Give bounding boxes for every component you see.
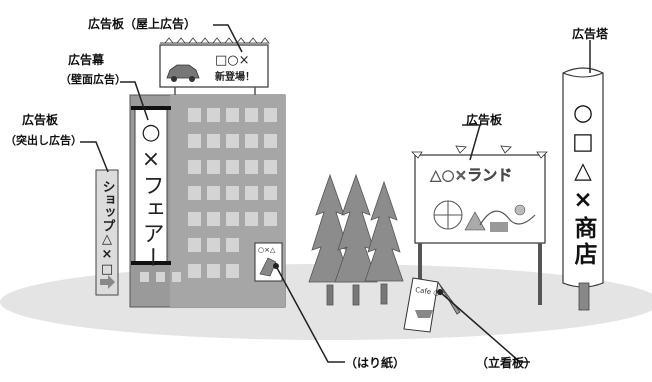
billboard-text: △○×ランド bbox=[430, 166, 512, 184]
a-frame-stand-sign: Cafe ○× bbox=[403, 277, 461, 333]
tree-right bbox=[364, 180, 404, 282]
projecting-sign-text: ショップ△×□ bbox=[100, 180, 115, 277]
trees bbox=[308, 173, 404, 306]
label-paper: （はり紙） bbox=[345, 355, 405, 370]
wall-poster: ○×△ bbox=[254, 242, 283, 282]
wall-banner-text: ○×フェアー bbox=[139, 120, 164, 270]
label-projecting-line2: （突出し広告） bbox=[5, 133, 82, 147]
label-curtain-line1: 広告幕 bbox=[68, 52, 105, 67]
wall-banner: ○×フェアー bbox=[131, 106, 171, 270]
label-projecting-line1: 広告板 bbox=[22, 112, 59, 127]
label-rooftop: 広告板（屋上広告） bbox=[88, 16, 196, 31]
rooftop-sign-text2: 新登場！ bbox=[215, 70, 255, 83]
label-tower: 広告塔 bbox=[572, 26, 609, 41]
arrow-right-icon bbox=[100, 275, 115, 289]
callout-lines bbox=[80, 24, 591, 363]
tower-text: ○□△×商店 bbox=[570, 100, 598, 268]
tree-left bbox=[308, 173, 352, 283]
tree-middle bbox=[334, 173, 378, 283]
projecting-sign: ショップ△×□ bbox=[95, 169, 119, 296]
label-curtain-line2: （壁面広告） bbox=[60, 72, 126, 86]
amusement-park-drawing bbox=[433, 200, 536, 232]
advertising-tower: ○□△×商店 bbox=[562, 67, 604, 311]
rooftop-sign-text1: □○× bbox=[215, 53, 250, 68]
roadside-billboard: △○×ランド bbox=[411, 145, 548, 305]
car-icon bbox=[166, 64, 200, 82]
rooftop-billboard: □○× 新登場！ bbox=[159, 37, 270, 95]
label-stand: （立看板） bbox=[476, 355, 536, 370]
wall-poster-text: ○×△ bbox=[258, 246, 276, 254]
label-billboard: 広告板 bbox=[466, 112, 503, 127]
